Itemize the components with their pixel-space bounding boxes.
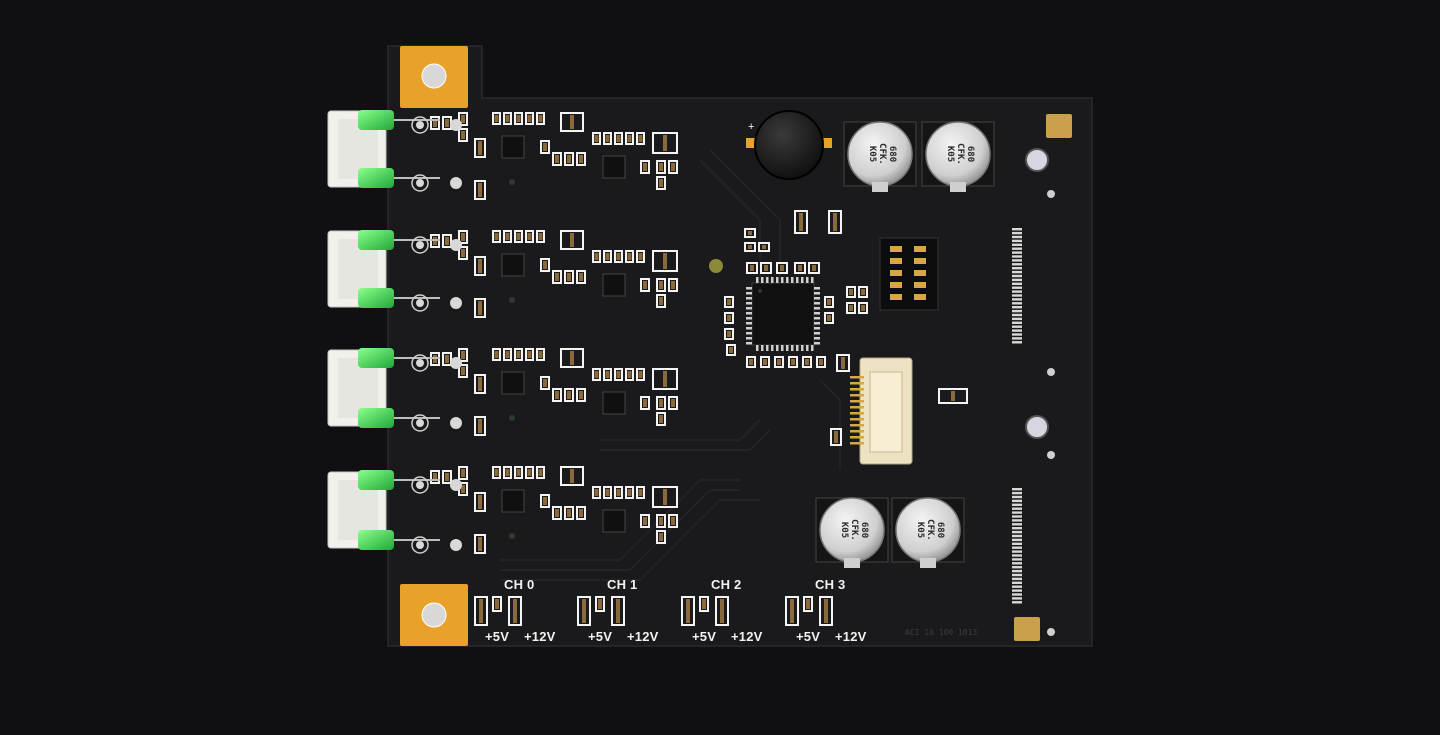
smd-component — [808, 262, 820, 274]
channel-label: CH 3 — [815, 577, 846, 592]
small-pad — [1014, 617, 1040, 641]
green-led — [358, 530, 462, 554]
smd-component — [776, 262, 788, 274]
status-led-pair — [785, 596, 833, 626]
smd-component — [746, 356, 756, 368]
smd-component — [774, 356, 784, 368]
smd-component — [744, 228, 756, 238]
mount-hole — [1025, 148, 1049, 172]
pcb-board — [387, 45, 1093, 647]
smd-component — [724, 296, 734, 308]
smd-component — [788, 356, 798, 368]
buzzer: + — [746, 110, 832, 180]
smd-component — [724, 312, 734, 324]
channel-label: CH 1 — [607, 577, 638, 592]
smd-component — [794, 262, 806, 274]
smd-component — [858, 286, 868, 298]
svg-text:+: + — [748, 121, 754, 133]
smd-component — [846, 302, 856, 314]
smd-component — [828, 210, 842, 234]
microcontroller-chip — [746, 277, 820, 351]
smd-component — [802, 356, 812, 368]
ffc-connector — [850, 357, 913, 465]
voltage-label-12v: +12V — [524, 629, 556, 644]
channel-label: CH 0 — [504, 577, 535, 592]
green-led — [358, 470, 462, 494]
smd-component — [836, 354, 850, 372]
voltage-label-12v: +12V — [627, 629, 659, 644]
channel-label: CH 2 — [711, 577, 742, 592]
smd-component — [760, 262, 772, 274]
svg-text:680CFK.K05: 680CFK.K05 — [867, 143, 897, 165]
smd-component — [938, 388, 968, 404]
channel-circuit-block — [430, 112, 678, 200]
svg-text:680CFK.K05: 680CFK.K05 — [839, 519, 869, 541]
green-led — [358, 168, 462, 192]
mount-hole — [1025, 415, 1049, 439]
voltage-label-5v: +5V — [588, 629, 613, 644]
status-led-pair — [681, 596, 729, 626]
smd-component — [830, 428, 842, 446]
smd-component — [758, 242, 770, 252]
green-led — [358, 230, 462, 254]
small-pad — [1046, 114, 1072, 138]
green-led — [358, 408, 462, 432]
mount-pad-top — [400, 46, 468, 108]
green-led — [358, 288, 462, 312]
green-led — [358, 110, 462, 134]
mount-pad-bottom — [400, 584, 468, 646]
smd-component — [760, 356, 770, 368]
svg-text:680CFK.K05: 680CFK.K05 — [915, 519, 945, 541]
voltage-label-5v: +5V — [692, 629, 717, 644]
serial-marking: ACI 10 100 1013 — [905, 628, 978, 637]
voltage-label-12v: +12V — [731, 629, 763, 644]
svg-text:680CFK.K05: 680CFK.K05 — [945, 143, 975, 165]
smd-component — [794, 210, 808, 234]
green-led — [358, 348, 462, 372]
smd-component — [816, 356, 826, 368]
smd-component — [858, 302, 868, 314]
pin-header — [879, 237, 939, 311]
voltage-label-5v: +5V — [796, 629, 821, 644]
status-led-pair — [474, 596, 522, 626]
smd-component — [846, 286, 856, 298]
smd-component — [746, 262, 758, 274]
voltage-label-5v: +5V — [485, 629, 510, 644]
voltage-label-12v: +12V — [835, 629, 867, 644]
electrolytic-capacitor: 680CFK.K05 — [843, 121, 917, 192]
smd-component — [724, 328, 734, 340]
electrolytic-capacitor: 680CFK.K05 — [921, 121, 995, 192]
electrolytic-capacitor: 680CFK.K05 — [815, 497, 889, 568]
smd-component — [824, 312, 834, 324]
electrolytic-capacitor: 680CFK.K05 — [891, 497, 965, 568]
smd-component — [726, 344, 736, 356]
channel-circuit-block — [430, 466, 678, 554]
status-led-pair — [577, 596, 625, 626]
smd-component — [744, 242, 756, 252]
smd-component — [824, 296, 834, 308]
